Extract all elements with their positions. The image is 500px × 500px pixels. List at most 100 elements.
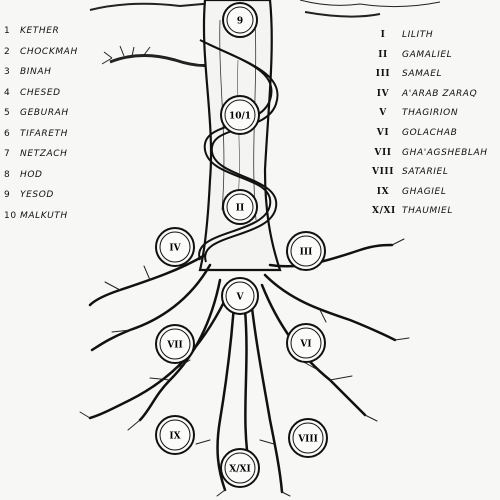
sephiroth-number: 2 (4, 46, 11, 57)
node-inner-ring (290, 327, 322, 359)
qliphoth-name: THAUMIEL (402, 206, 453, 217)
qliphoth-numeral: VIII (372, 167, 395, 178)
node-label: II (236, 204, 244, 214)
qliphoth-name: THAGIRION (402, 108, 459, 119)
qliphoth-name: GOLACHAB (402, 128, 458, 138)
tree-node: X/XI (220, 448, 260, 488)
qliphoth-numeral: V (379, 108, 387, 119)
node-inner-ring (224, 452, 256, 484)
qliphoth-numeral: I (380, 30, 386, 40)
sephiroth-number: 5 (4, 108, 11, 118)
sephiroth-number: 8 (4, 169, 11, 180)
qliphoth-numeral: X/XI (372, 206, 396, 217)
node-ring (222, 189, 258, 225)
sephiroth-name: NETZACH (20, 149, 68, 159)
node-ring (286, 231, 326, 271)
node-ring (220, 95, 260, 135)
qliphoth-name: SAMAEL (402, 69, 443, 80)
qliphoth-name: A'ARAB ZARAQ (402, 88, 478, 99)
node-ring (221, 277, 259, 315)
node-inner-ring (159, 419, 191, 451)
node-ring (155, 415, 195, 455)
node-label: III (300, 248, 313, 258)
node-inner-ring (290, 235, 322, 267)
node-ring (288, 418, 328, 458)
qliphoth-numeral: II (378, 49, 388, 60)
sephiroth-item: 7 NETZACH (4, 149, 68, 159)
node-inner-ring (159, 328, 191, 360)
tree-node: II (222, 189, 258, 225)
sephiroth-item: 9 YESOD (4, 190, 54, 200)
tree-node: VI (286, 323, 326, 363)
sephiroth-number: 7 (4, 149, 11, 159)
node-ring (155, 324, 195, 364)
sephiroth-name: TIFARETH (20, 128, 68, 139)
tree-node: V (221, 277, 259, 315)
sephiroth-name: KETHER (20, 26, 60, 36)
node-inner-ring (224, 99, 256, 131)
node-ring (220, 448, 260, 488)
node-inner-ring (226, 193, 254, 221)
tree-node: 9 (222, 2, 258, 38)
qliphoth-item: IX GHAGIEL (372, 187, 446, 197)
sephiroth-name: CHOCKMAH (20, 46, 78, 57)
qliphoth-numeral: III (375, 69, 391, 80)
sephiroth-name: CHESED (20, 87, 61, 98)
sephiroth-name: MALKUTH (20, 210, 68, 221)
tree-node: VIII (288, 418, 328, 458)
qliphoth-numeral: IV (376, 88, 390, 99)
tree-node: VII (155, 324, 195, 364)
sephiroth-item: 4 CHESED (4, 88, 61, 98)
qliphoth-item: X/XI THAUMIEL (372, 206, 453, 216)
sephiroth-name: YESOD (20, 190, 54, 200)
sephiroth-number: 10 (4, 210, 17, 221)
node-inner-ring (292, 422, 324, 454)
sephiroth-item: 8 HOD (4, 170, 43, 180)
node-label: VII (166, 341, 182, 351)
qliphoth-name: SATARIEL (402, 167, 449, 178)
qliphoth-legend: I LILITH II GAMALIEL III SAMAEL IV A'ARAB ZARAQ… (372, 30, 497, 230)
qliphoth-numeral: VI (376, 128, 390, 138)
sephiroth-name: GEBURAH (20, 108, 69, 118)
node-label: IV (169, 244, 181, 254)
node-ring (286, 323, 326, 363)
qliphoth-name: GAMALIEL (402, 49, 453, 60)
qliphoth-numeral: IX (376, 186, 390, 197)
qliphoth-name: GHA'AGSHEBLAH (402, 147, 488, 158)
sephiroth-item: 2 CHOCKMAH (4, 47, 78, 57)
serpent (198, 39, 279, 263)
qliphoth-item: III SAMAEL (372, 69, 442, 79)
node-label: VI (299, 340, 311, 350)
node-label: IX (169, 432, 180, 442)
node-ring (155, 227, 195, 267)
sephiroth-number: 3 (4, 67, 11, 77)
node-inner-ring (226, 6, 254, 34)
tree-node: 10/1 (220, 95, 260, 135)
sephiroth-number: 9 (4, 190, 11, 200)
qliphoth-item: V THAGIRION (372, 108, 458, 118)
sephiroth-name: HOD (20, 169, 43, 180)
node-label: V (236, 293, 245, 303)
sephiroth-name: BINAH (20, 67, 52, 77)
tree-node: III (286, 231, 326, 271)
node-label: 9 (237, 17, 243, 27)
sephiroth-number: 4 (4, 87, 11, 98)
node-label: 10/1 (229, 112, 251, 122)
node-label: X/XI (229, 465, 250, 475)
sephiroth-item: 3 BINAH (4, 67, 52, 77)
qliphoth-item: II GAMALIEL (372, 50, 452, 60)
node-label: VIII (297, 435, 318, 445)
sephiroth-item: 5 GEBURAH (4, 108, 69, 118)
qliphoth-name: GHAGIEL (402, 186, 447, 197)
node-inner-ring (159, 231, 191, 263)
node-inner-ring (225, 281, 255, 311)
tree-node: IV (155, 227, 195, 267)
qliphoth-name: LILITH (402, 30, 434, 40)
qliphoth-item: VIII SATARIEL (372, 167, 448, 177)
node-ring (222, 2, 258, 38)
qliphoth-item: I LILITH (372, 30, 433, 40)
